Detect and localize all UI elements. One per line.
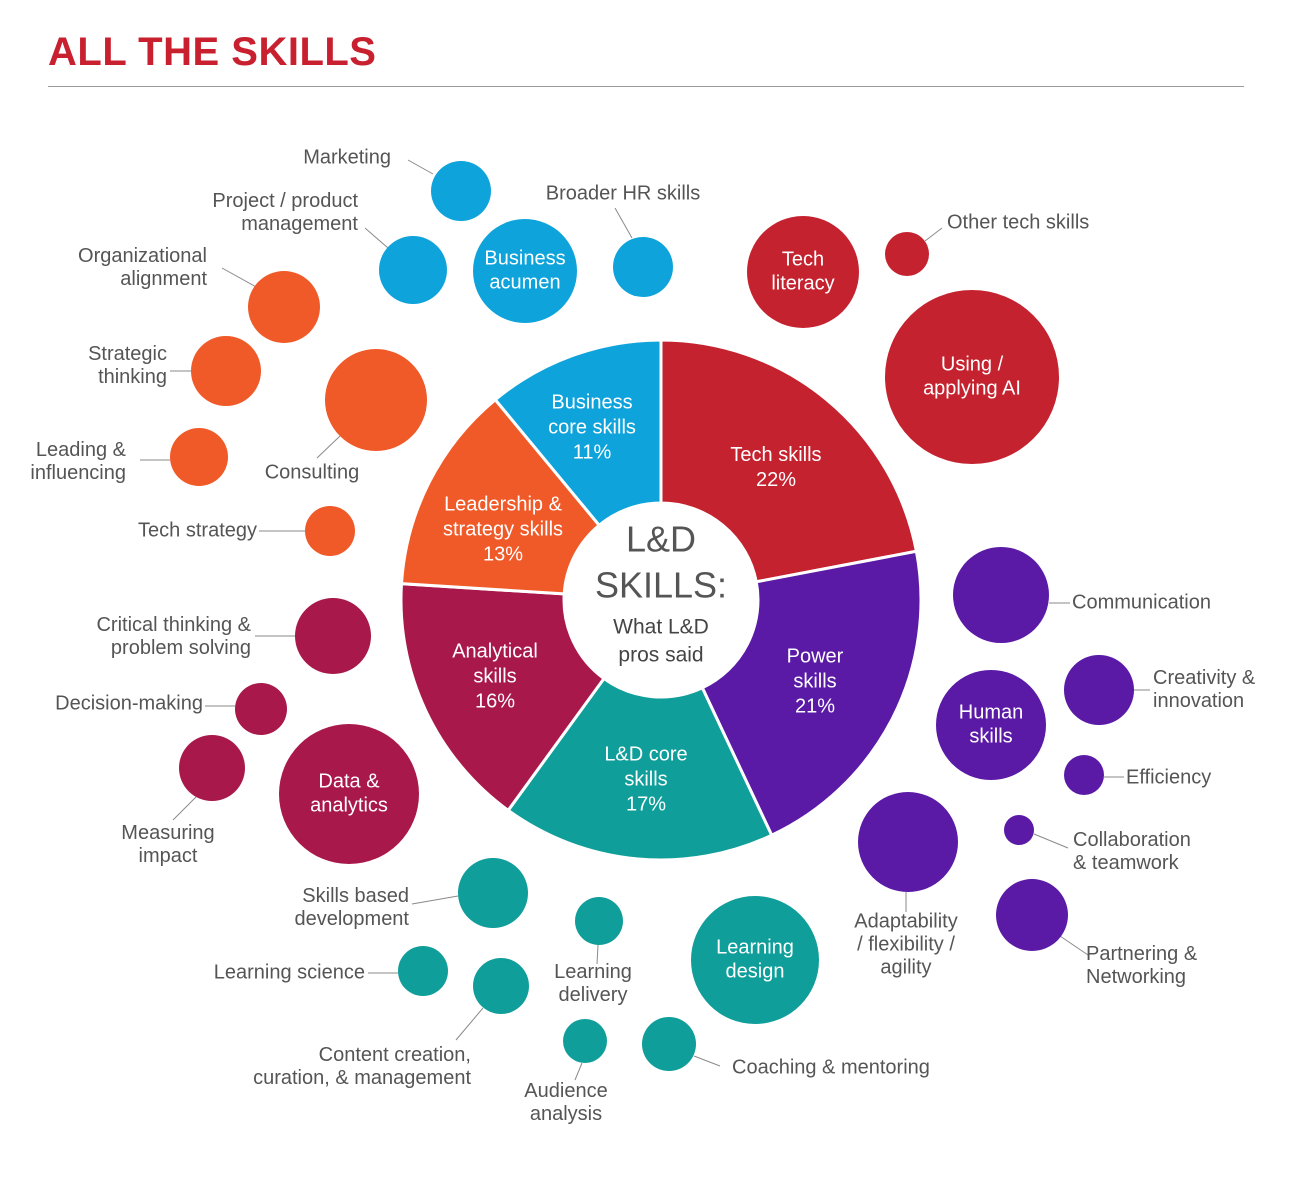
bubble-adaptability [858,792,958,892]
bubble-strategic-thinking [191,336,261,406]
leader-line-project-management [364,227,389,249]
bubble-project-management [379,236,447,304]
label-leading-influencing: Leading &influencing [30,439,126,484]
bubble-skills-based-dev [458,858,528,928]
bubble-creativity [1064,655,1134,725]
leader-line-broader-hr [614,207,633,239]
bubble-content-creation [473,958,529,1014]
label-learning-science: Learning science [214,961,365,983]
leader-line-partnering [1059,935,1089,956]
bubble-communication [953,547,1049,643]
leader-line-consulting [316,435,341,459]
bubble-other-tech [885,232,929,276]
title-divider [48,86,1244,87]
label-collaboration: Collaboration& teamwork [1073,829,1191,874]
label-communication: Communication [1072,591,1211,613]
bubble-measuring-impact [179,735,245,801]
leader-line-collaboration [1033,833,1069,849]
bubble-partnering [996,879,1068,951]
bubble-org-alignment [248,271,320,343]
bubble-business-acumen [473,219,577,323]
leader-line-content-creation [455,1007,484,1041]
leader-line-marketing [407,159,434,175]
bubble-marketing [431,161,491,221]
slice-power [700,549,923,838]
bubble-efficiency [1064,755,1104,795]
label-partnering: Partnering &Networking [1086,943,1198,988]
label-adaptability: Adaptability/ flexibility /agility [854,910,957,978]
bubble-leading-influencing [170,428,228,486]
label-broader-hr: Broader HR skills [546,182,700,204]
bubble-data-analytics [279,724,419,864]
label-consulting: Consulting [265,461,360,483]
leader-line-org-alignment [221,267,259,289]
bubble-consulting [325,349,427,451]
bubble-human-skills [936,670,1046,780]
bubble-learning-science [398,946,448,996]
bubble-tech-literacy [747,216,859,328]
label-coaching: Coaching & mentoring [732,1056,930,1078]
bubble-learning-design [691,896,819,1024]
label-efficiency: Efficiency [1126,766,1211,788]
leader-line-coaching [693,1055,721,1067]
label-creativity: Creativity &innovation [1153,667,1256,712]
label-marketing: Marketing [303,146,391,168]
label-decision-making: Decision-making [55,692,203,714]
bubble-decision-making [235,683,287,735]
bubble-tech-strategy [305,506,355,556]
leader-line-skills-based-dev [411,895,459,905]
bubble-collaboration [1004,815,1034,845]
bubble-critical-thinking [295,598,371,674]
page-title: ALL THE SKILLS [48,30,377,74]
leader-line-learning-delivery [596,944,599,965]
label-other-tech: Other tech skills [947,211,1089,233]
bubble-learning-delivery [575,897,623,945]
bubble-using-ai [885,290,1059,464]
label-content-creation: Content creation,curation, & management [253,1044,471,1089]
leader-line-other-tech [924,227,943,242]
bubble-coaching [642,1017,696,1071]
donut-hole [564,503,758,697]
leader-line-audience-analysis [574,1062,583,1081]
bubble-audience-analysis [563,1019,607,1063]
bubble-label-using-ai: Using /applying AI [923,353,1021,399]
bubble-label-data-analytics: Data &analytics [310,770,388,816]
bubble-broader-hr [613,237,673,297]
leader-line-measuring-impact [172,796,197,821]
label-critical-thinking: Critical thinking &problem solving [96,614,251,659]
label-tech-strategy: Tech strategy [138,519,257,541]
